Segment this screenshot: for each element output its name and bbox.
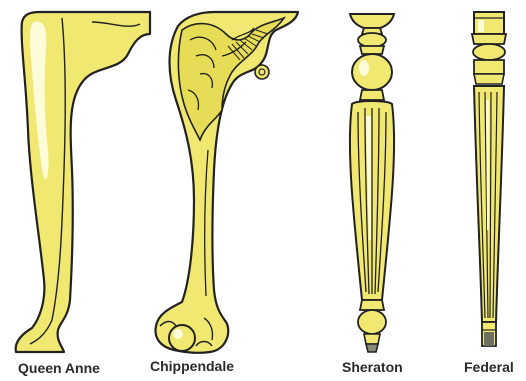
- federal-collar-1: [472, 34, 506, 44]
- federal-leg-icon: [472, 12, 506, 346]
- sheraton-ankle-ring: [360, 300, 384, 310]
- federal-collar-2: [474, 60, 504, 74]
- sheraton-lower-collar: [360, 90, 384, 100]
- sheraton-foot-bulb: [358, 310, 386, 334]
- federal-top-highlight: [478, 20, 484, 32]
- chippendale-ball-highlight: [173, 329, 183, 339]
- sheraton-knob: [352, 54, 392, 90]
- federal-bead-ring: [473, 44, 505, 60]
- sheraton-upper-ring: [358, 33, 386, 47]
- sheraton-collar: [360, 46, 384, 54]
- queen-anne-label: Queen Anne: [18, 361, 100, 375]
- chippendale-label: Chippendale: [150, 359, 234, 373]
- federal-foot-shade: [484, 332, 494, 346]
- chippendale-scroll: [255, 65, 269, 79]
- sheraton-knob-highlight: [359, 60, 369, 76]
- sheraton-foot-tip: [366, 344, 378, 352]
- sheraton-top-cap: [350, 14, 394, 28]
- sheraton-foot-neck: [364, 334, 380, 344]
- chippendale-leg-icon: [156, 12, 298, 353]
- queen-anne-leg-icon: [16, 12, 150, 352]
- chippendale-ball: [169, 325, 195, 351]
- sheraton-label: Sheraton: [342, 360, 403, 374]
- federal-label: Federal: [464, 360, 514, 374]
- sheraton-leg-icon: [350, 14, 394, 352]
- federal-collar-3: [474, 74, 504, 84]
